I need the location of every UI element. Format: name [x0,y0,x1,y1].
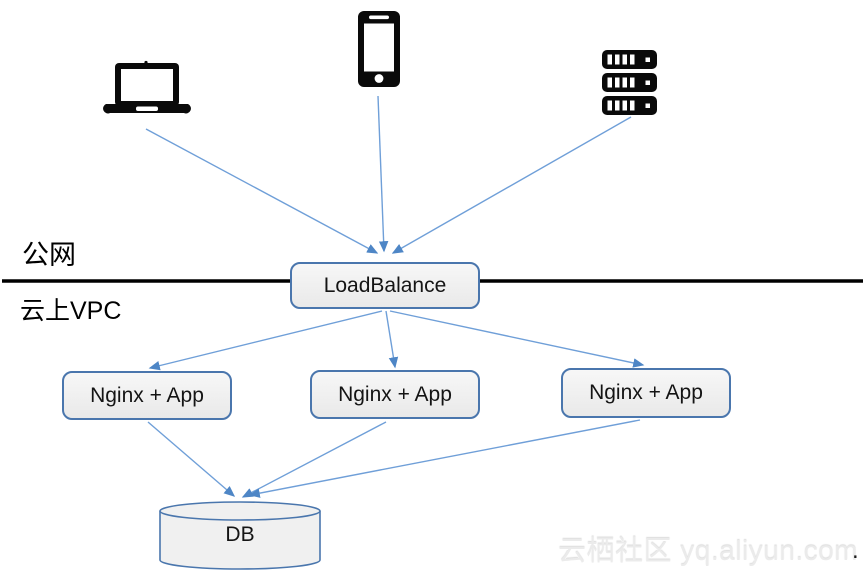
laptop-icon [103,60,191,114]
db-cylinder [159,501,321,570]
connector-phone-to-lb [377,95,389,253]
connector-server-to-lb [391,116,632,254]
load-balancer-node: LoadBalance [290,262,480,309]
app-server-node-1: Nginx + App [62,371,232,420]
connector-lb-to-app2 [385,310,399,369]
connector-app3-to-db [248,419,641,498]
watermark-text: 云栖社区 yq.aliyun.com [558,535,858,566]
connector-laptop-to-lb [145,128,379,254]
connector-app2-to-db [241,421,387,498]
connector-app1-to-db [147,421,236,497]
database-node-label: DB [225,523,255,546]
corner-period: . [852,537,859,564]
phone-icon [358,11,400,87]
connector-lb-to-app1 [148,310,383,371]
public-network-label: 公网 [22,240,76,270]
app-server-node-3: Nginx + App [561,368,731,418]
server-rack-icon [602,50,657,115]
vpc-label: 云上VPC [20,297,122,325]
connector-lb-to-app3 [389,310,645,368]
app-server-node-2: Nginx + App [310,370,480,419]
